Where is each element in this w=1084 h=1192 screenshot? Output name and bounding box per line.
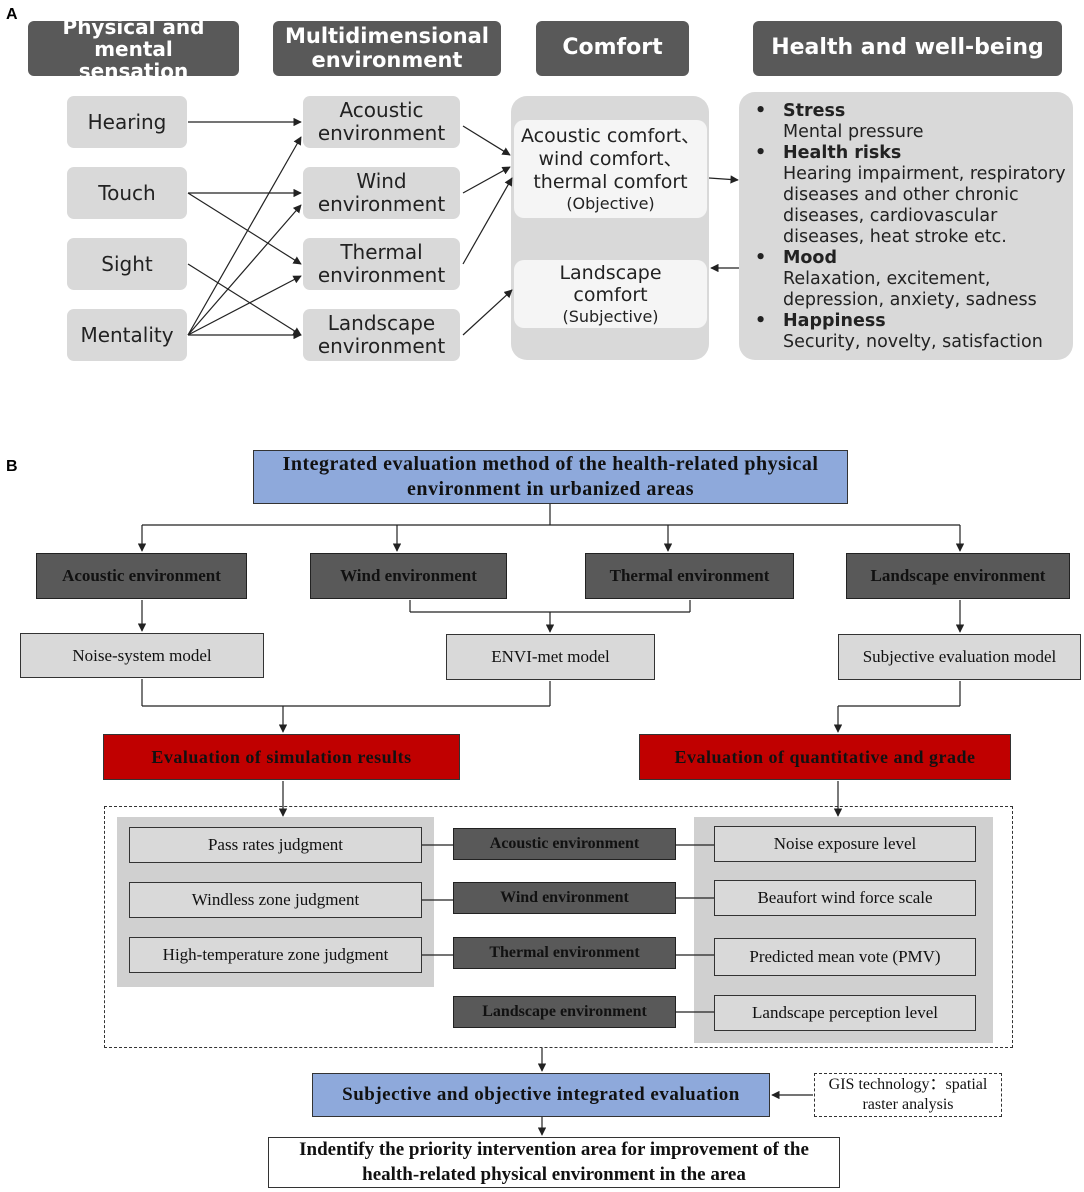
health-list: • Stress Mental pressure • Health risks … (755, 101, 1068, 353)
sense-hearing: Hearing (67, 96, 187, 148)
health-item-happiness: • Happiness Security, novelty, satisfact… (755, 311, 1068, 353)
arrow-mentality-thermal (187, 275, 302, 336)
env-landscape: Landscape environment (303, 309, 460, 361)
center-env-landscape: Landscape environment (453, 996, 676, 1028)
health-item-text: Mental pressure (783, 122, 924, 142)
sense-sight: Sight (67, 238, 187, 290)
gis-technology-box: GIS technology：spatial raster analysis (814, 1073, 1002, 1117)
panel-a-letter: A (6, 6, 18, 23)
env-wind: Wind environment (303, 167, 460, 219)
level-landscape-perception: Landscape perception level (714, 995, 976, 1031)
arrow-comfort-health (708, 175, 739, 184)
header-health: Health and well-being (753, 21, 1062, 76)
health-item-risks: • Health risks Hearing impairment, respi… (755, 143, 1068, 248)
bullet-icon: • (755, 143, 767, 163)
arrow-acoustic-comfort (462, 125, 511, 156)
health-item-title: Mood (783, 248, 837, 268)
arrow-mentality-wind (187, 204, 302, 336)
bullet-icon: • (755, 101, 767, 121)
header-sensation: Physical and mental sensation (28, 16, 239, 82)
b-env-wind: Wind environment (310, 553, 507, 599)
objective-comfort-tag: (Objective) (566, 193, 655, 213)
arrow-thermal-comfort (462, 177, 513, 265)
subjective-evaluation-model: Subjective evaluation model (838, 634, 1081, 680)
sense-touch: Touch (67, 167, 187, 219)
judgment-high-temperature: High-temperature zone judgment (129, 937, 422, 973)
b-env-acoustic: Acoustic environment (36, 553, 247, 599)
integrated-evaluation-box: Subjective and objective integrated eval… (312, 1073, 770, 1117)
arrow-sight-landscape (187, 263, 302, 336)
panel-b-letter: B (6, 458, 18, 475)
evaluation-detail-container (104, 806, 1013, 1048)
level-noise-exposure: Noise exposure level (714, 826, 976, 862)
sense-mentality: Mentality (67, 309, 187, 361)
health-panel (739, 92, 1073, 360)
health-item-title: Health risks (783, 143, 902, 163)
health-item-title: Happiness (783, 311, 886, 331)
env-acoustic: Acoustic environment (303, 96, 460, 148)
env-thermal: Thermal environment (303, 238, 460, 290)
arrow-touch-thermal (187, 192, 302, 265)
health-item-text: Relaxation, excitement, depression, anxi… (783, 269, 1037, 310)
level-beaufort: Beaufort wind force scale (714, 880, 976, 916)
arrow-mentality-acoustic (187, 136, 302, 336)
noise-system-model: Noise-system model (20, 633, 264, 678)
health-item-mood: • Mood Relaxation, excitement, depressio… (755, 248, 1068, 311)
arrow-wind-comfort (462, 166, 511, 194)
center-env-thermal: Thermal environment (453, 937, 676, 969)
judgment-pass-rates: Pass rates judgment (129, 827, 422, 863)
header-comfort: Comfort (536, 21, 689, 76)
bullet-icon: • (755, 311, 767, 331)
b-env-landscape: Landscape environment (846, 553, 1070, 599)
final-outcome-box: Indentify the priority intervention area… (268, 1137, 840, 1188)
subjective-comfort-tag: (Subjective) (562, 307, 659, 327)
subjective-comfort-text: Landscape comfort (559, 261, 662, 307)
subjective-comfort-box: Landscape comfort (Subjective) (514, 260, 707, 328)
objective-comfort-text: Acoustic comfort、wind comfort、thermal co… (520, 125, 701, 193)
method-title-box: Integrated evaluation method of the heal… (253, 450, 848, 504)
level-pmv: Predicted mean vote (PMV) (714, 938, 976, 976)
arrow-landscape-comfort (462, 289, 513, 336)
judgment-windless: Windless zone judgment (129, 882, 422, 918)
health-item-title: Stress (783, 101, 846, 121)
b-env-thermal: Thermal environment (585, 553, 794, 599)
envi-met-model: ENVI-met model (446, 634, 655, 680)
objective-comfort-box: Acoustic comfort、wind comfort、thermal co… (514, 120, 707, 218)
eval-quantitative-grade: Evaluation of quantitative and grade (639, 734, 1011, 780)
eval-simulation-results: Evaluation of simulation results (103, 734, 460, 780)
health-item-text: Security, novelty, satisfaction (783, 332, 1043, 352)
center-env-wind: Wind environment (453, 882, 676, 914)
health-item-text: Hearing impairment, respiratory diseases… (783, 164, 1066, 247)
center-env-acoustic: Acoustic environment (453, 828, 676, 860)
bullet-icon: • (755, 248, 767, 268)
health-item-stress: • Stress Mental pressure (755, 101, 1068, 143)
header-environment: Multidimensional environment (273, 21, 501, 76)
